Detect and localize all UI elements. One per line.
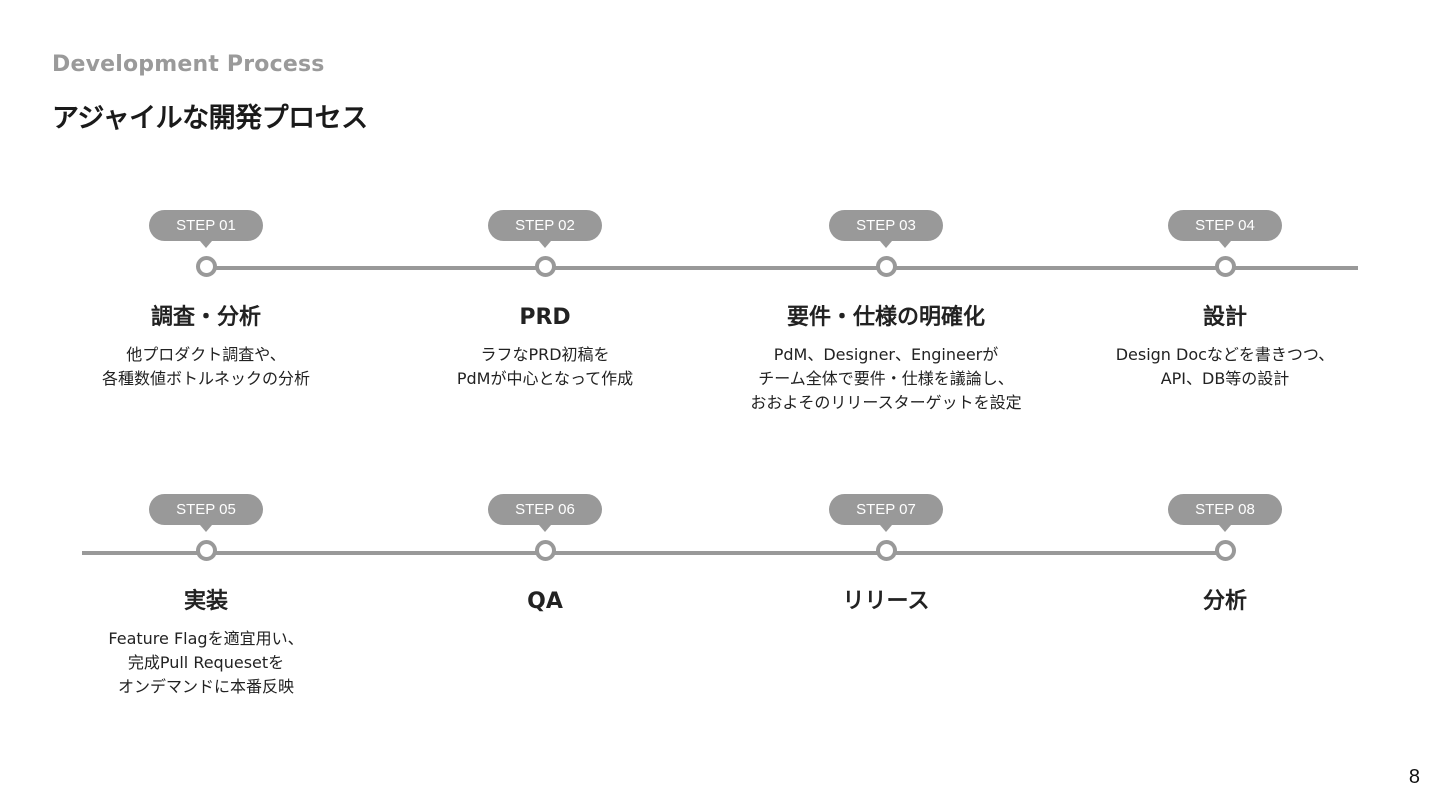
timeline-node-icon bbox=[195, 256, 217, 277]
step-badge: STEP 03 bbox=[829, 210, 943, 248]
step-badge: STEP 05 bbox=[149, 494, 263, 532]
step-05: STEP 05 実装 Feature Flagを適宜用い、 完成Pull Req… bbox=[36, 494, 376, 699]
step-title: 分析 bbox=[1202, 589, 1247, 614]
step-title: PRD bbox=[519, 305, 571, 330]
step-title: 要件・仕様の明確化 bbox=[786, 305, 985, 330]
timeline-node-icon bbox=[1214, 540, 1236, 561]
step-description-line: オンデマンドに本番反映 bbox=[117, 677, 294, 696]
timeline-node-icon bbox=[534, 540, 556, 561]
timeline-line-top bbox=[205, 266, 1358, 270]
step-description-line: Feature Flagを適宜用い、 bbox=[108, 629, 304, 648]
step-08: STEP 08 分析 bbox=[1055, 494, 1395, 617]
timeline-line-bottom bbox=[82, 551, 1225, 555]
step-badge: STEP 01 bbox=[149, 210, 263, 248]
timeline-node-icon bbox=[534, 256, 556, 277]
step-description: ラフなPRD初稿を PdMが中心となって作成 bbox=[375, 343, 715, 391]
timeline-node-icon bbox=[875, 540, 897, 561]
step-description-line: PdMが中心となって作成 bbox=[456, 369, 634, 388]
step-description-line: PdM、Designer、Engineerが bbox=[773, 345, 999, 364]
step-01: STEP 01 調査・分析 他プロダクト調査や、 各種数値ボトルネックの分析 bbox=[36, 210, 376, 391]
step-description: Design Docなどを書きつつ、 API、DB等の設計 bbox=[1055, 343, 1395, 391]
step-03: STEP 03 要件・仕様の明確化 PdM、Designer、Engineerが… bbox=[716, 210, 1056, 415]
step-title: QA bbox=[527, 589, 563, 614]
page-number: 8 bbox=[1408, 766, 1420, 788]
step-description: PdM、Designer、Engineerが チーム全体で要件・仕様を議論し、 … bbox=[716, 343, 1056, 415]
step-badge: STEP 02 bbox=[488, 210, 602, 248]
step-description-line: おおよそのリリースターゲットを設定 bbox=[750, 393, 1022, 412]
timeline-node-icon bbox=[875, 256, 897, 277]
timeline-node-icon bbox=[1214, 256, 1236, 277]
step-title: 調査・分析 bbox=[150, 305, 261, 330]
step-badge: STEP 04 bbox=[1168, 210, 1282, 248]
step-description: 他プロダクト調査や、 各種数値ボトルネックの分析 bbox=[36, 343, 376, 391]
step-description-line: Design Docなどを書きつつ、 bbox=[1115, 345, 1335, 364]
step-description: Feature Flagを適宜用い、 完成Pull Requesetを オンデマ… bbox=[36, 627, 376, 699]
timeline-node-icon bbox=[195, 540, 217, 561]
step-description-line: 他プロダクト調査や、 bbox=[126, 345, 286, 364]
step-07: STEP 07 リリース bbox=[716, 494, 1056, 617]
step-title: 設計 bbox=[1202, 305, 1247, 330]
step-description-line: 各種数値ボトルネックの分析 bbox=[101, 369, 310, 388]
section-subtitle: Development Process bbox=[52, 52, 325, 77]
step-description-line: チーム全体で要件・仕様を議論し、 bbox=[758, 369, 1014, 388]
step-title: リリース bbox=[842, 589, 930, 614]
step-description-line: API、DB等の設計 bbox=[1160, 369, 1290, 388]
step-title: 実装 bbox=[183, 589, 228, 614]
step-badge: STEP 08 bbox=[1168, 494, 1282, 532]
step-04: STEP 04 設計 Design Docなどを書きつつ、 API、DB等の設計 bbox=[1055, 210, 1395, 391]
step-description-line: 完成Pull Requesetを bbox=[127, 653, 285, 672]
step-06: STEP 06 QA bbox=[375, 494, 715, 617]
step-02: STEP 02 PRD ラフなPRD初稿を PdMが中心となって作成 bbox=[375, 210, 715, 391]
step-description-line: ラフなPRD初稿を bbox=[480, 345, 610, 364]
page-title: アジャイルな開発プロセス bbox=[52, 103, 368, 134]
step-badge: STEP 06 bbox=[488, 494, 602, 532]
step-badge: STEP 07 bbox=[829, 494, 943, 532]
